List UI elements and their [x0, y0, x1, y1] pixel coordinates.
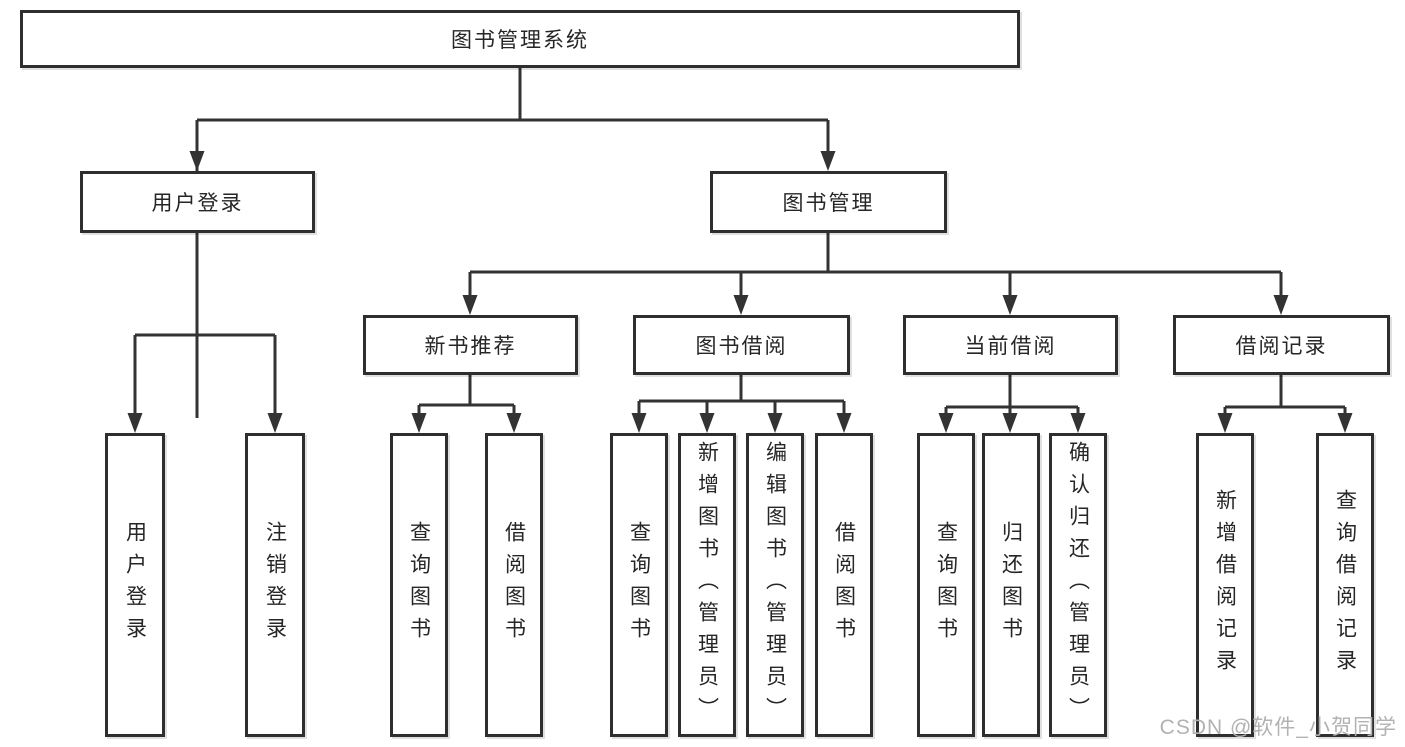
arrowhead: [1273, 295, 1289, 315]
leaf-label: 借阅图书: [832, 521, 856, 649]
leaf-add-books-admin: 新增图书（管理员）: [678, 433, 736, 737]
leaf-label: 注销登录: [263, 521, 287, 649]
connector-newbook-to-leaves: [417, 375, 516, 419]
leaf-confirm-return-admin: 确认归还（管理员）: [1049, 433, 1107, 737]
arrowheads: [127, 151, 1353, 433]
arrowhead: [411, 413, 427, 433]
leaf-query-books-borrowing: 查询图书: [610, 433, 668, 737]
leaf-label: 新增图书（管理员）: [695, 441, 719, 729]
connector-bookmgmt-to-level3: [468, 233, 1283, 301]
node-label: 图书管理: [782, 192, 875, 215]
node-label: 借阅记录: [1235, 335, 1328, 358]
leaf-label: 查询图书: [407, 521, 431, 649]
arrowhead: [506, 413, 522, 433]
arrowhead: [733, 295, 749, 315]
arrowhead: [767, 413, 783, 433]
leaf-return-books: 归还图书: [982, 433, 1040, 737]
leaf-query-books-recommend: 查询图书: [390, 433, 448, 737]
node-label: 图书管理系统: [451, 29, 589, 52]
node-current-borrowing: 当前借阅: [903, 315, 1118, 375]
node-label: 用户登录: [151, 192, 244, 215]
arrowhead: [699, 413, 715, 433]
leaf-label: 借阅图书: [502, 521, 526, 649]
node-book-borrowing: 图书借阅: [633, 315, 850, 375]
arrowhead: [267, 413, 283, 433]
leaf-label: 用户登录: [123, 521, 147, 649]
leaf-label: 查询图书: [934, 521, 958, 649]
leaf-query-books-current: 查询图书: [917, 433, 975, 737]
node-book-management: 图书管理: [710, 171, 947, 233]
leaf-label: 查询图书: [627, 521, 651, 649]
connector-current-to-leaves: [944, 375, 1080, 419]
node-library-management-system: 图书管理系统: [20, 10, 1020, 68]
leaf-query-borrow-record: 查询借阅记录: [1316, 433, 1374, 737]
arrowhead: [189, 151, 205, 171]
arrowhead: [836, 413, 852, 433]
leaf-label: 确认归还（管理员）: [1066, 441, 1090, 729]
watermark: CSDN @软件_小贺同学: [1159, 716, 1397, 739]
arrowhead: [1002, 295, 1018, 315]
arrowhead: [1070, 413, 1086, 433]
connector-root-to-level2: [195, 68, 830, 418]
node-user-login: 用户登录: [80, 171, 315, 233]
leaf-borrow-books-recommend: 借阅图书: [485, 433, 543, 737]
node-borrowing-records: 借阅记录: [1173, 315, 1390, 375]
node-label: 当前借阅: [964, 335, 1057, 358]
arrowhead: [1217, 413, 1233, 433]
leaf-label: 编辑图书（管理员）: [763, 441, 787, 729]
arrowhead: [462, 295, 478, 315]
leaf-borrow-books-borrowing: 借阅图书: [815, 433, 873, 737]
arrowhead: [1337, 413, 1353, 433]
leaf-user-login: 用户登录: [105, 433, 165, 737]
leaf-label: 新增借阅记录: [1213, 489, 1237, 681]
node-new-book-recommend: 新书推荐: [363, 315, 578, 375]
leaf-add-borrow-record: 新增借阅记录: [1196, 433, 1254, 737]
leaf-logout: 注销登录: [245, 433, 305, 737]
arrowhead: [820, 151, 836, 171]
leaf-label: 查询借阅记录: [1333, 489, 1357, 681]
node-label: 图书借阅: [695, 335, 788, 358]
arrowhead: [938, 413, 954, 433]
arrowhead: [631, 413, 647, 433]
connector-lines: [133, 68, 1347, 419]
arrowhead: [1002, 413, 1018, 433]
node-label: 新书推荐: [424, 335, 517, 358]
connector-borrowing-to-leaves: [637, 375, 846, 419]
leaf-label: 归还图书: [999, 521, 1023, 649]
connector-records-to-leaves: [1223, 375, 1347, 419]
arrowhead: [127, 413, 143, 433]
connector-userlogin-to-leaves: [133, 233, 277, 419]
leaf-edit-books-admin: 编辑图书（管理员）: [746, 433, 804, 737]
